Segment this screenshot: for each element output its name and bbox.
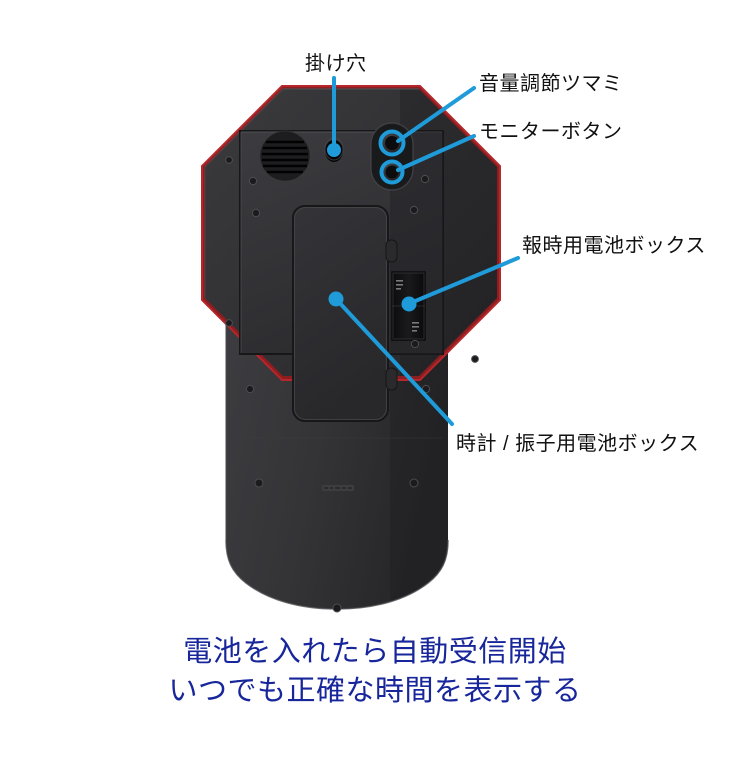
leader-line-clock-battery: [334, 297, 454, 426]
speaker-grille: [259, 130, 311, 182]
callout-end-dots: [327, 143, 417, 312]
monitor-button[interactable]: [380, 160, 404, 184]
callout-label-volume-knob: 音量調節ツマミ: [479, 73, 623, 95]
callout-label-chime-battery-box: 報時用電池ボックス: [522, 235, 706, 257]
clock-battery-box[interactable]: [292, 205, 398, 422]
caption-line-2: いつでも正確な時間を表示する: [168, 674, 582, 707]
leader-line-volume: [396, 86, 476, 143]
model-plate-text: [322, 485, 354, 491]
volume-knob[interactable]: [379, 130, 405, 156]
chime-battery-box[interactable]: [391, 271, 426, 341]
ring-monitor-button: [379, 159, 405, 185]
callout-label-clock-battery-box: 時計 / 振子用電池ボックス: [456, 433, 700, 455]
dot-chime-battery: [401, 296, 417, 312]
callout-ring-highlights: [378, 129, 406, 185]
bottom-caption: 電池を入れたら自動受信開始 いつでも正確な時間を表示する: [0, 633, 750, 710]
callout-leader-lines: [332, 76, 520, 426]
dot-clock-battery: [328, 291, 344, 307]
callout-label-monitor-button: モニターボタン: [479, 121, 623, 143]
dot-hanging-hole: [327, 143, 341, 157]
ring-volume-knob: [378, 129, 406, 157]
callout-label-hanging-hole: 掛け穴: [305, 53, 367, 75]
leader-line-monitor: [396, 134, 476, 172]
screw-set: [225, 156, 479, 613]
caption-line-1: 電池を入れたら自動受信開始: [183, 636, 567, 668]
leader-line-chime-battery: [411, 256, 520, 304]
